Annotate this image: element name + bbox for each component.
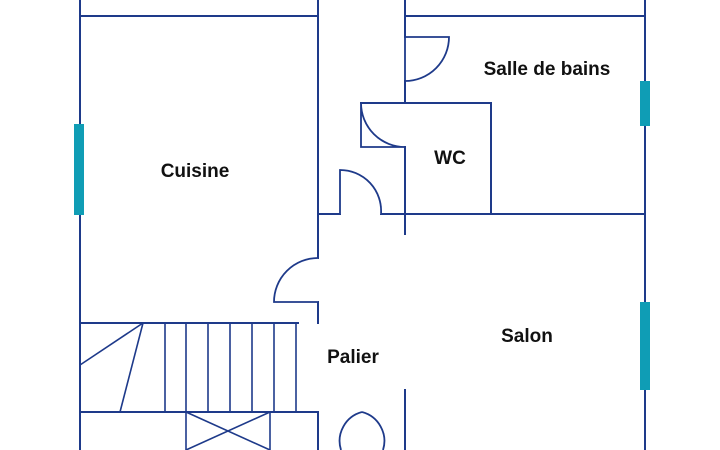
- door-palier-haut: [339, 169, 382, 215]
- label-palier: Palier: [327, 347, 379, 368]
- label-salon: Salon: [501, 326, 553, 347]
- door-wc: [360, 102, 406, 148]
- door-bas-gauche: [338, 411, 363, 450]
- window-salle-de-bains: [640, 81, 650, 126]
- label-wc: WC: [434, 148, 466, 169]
- door-salle-de-bains: [404, 36, 450, 82]
- window-cuisine: [74, 124, 84, 215]
- interior-walls: [79, 0, 646, 450]
- label-cuisine: Cuisine: [161, 161, 230, 182]
- windows: [74, 81, 650, 390]
- window-salon: [640, 302, 650, 390]
- door-bas-droite: [361, 411, 386, 450]
- door-cuisine: [273, 257, 319, 303]
- staircase: [79, 322, 297, 450]
- doors: [273, 36, 450, 450]
- label-salle-de-bains: Salle de bains: [484, 59, 611, 80]
- room-labels: Cuisine Salle de bains WC Salon Palier: [161, 59, 611, 368]
